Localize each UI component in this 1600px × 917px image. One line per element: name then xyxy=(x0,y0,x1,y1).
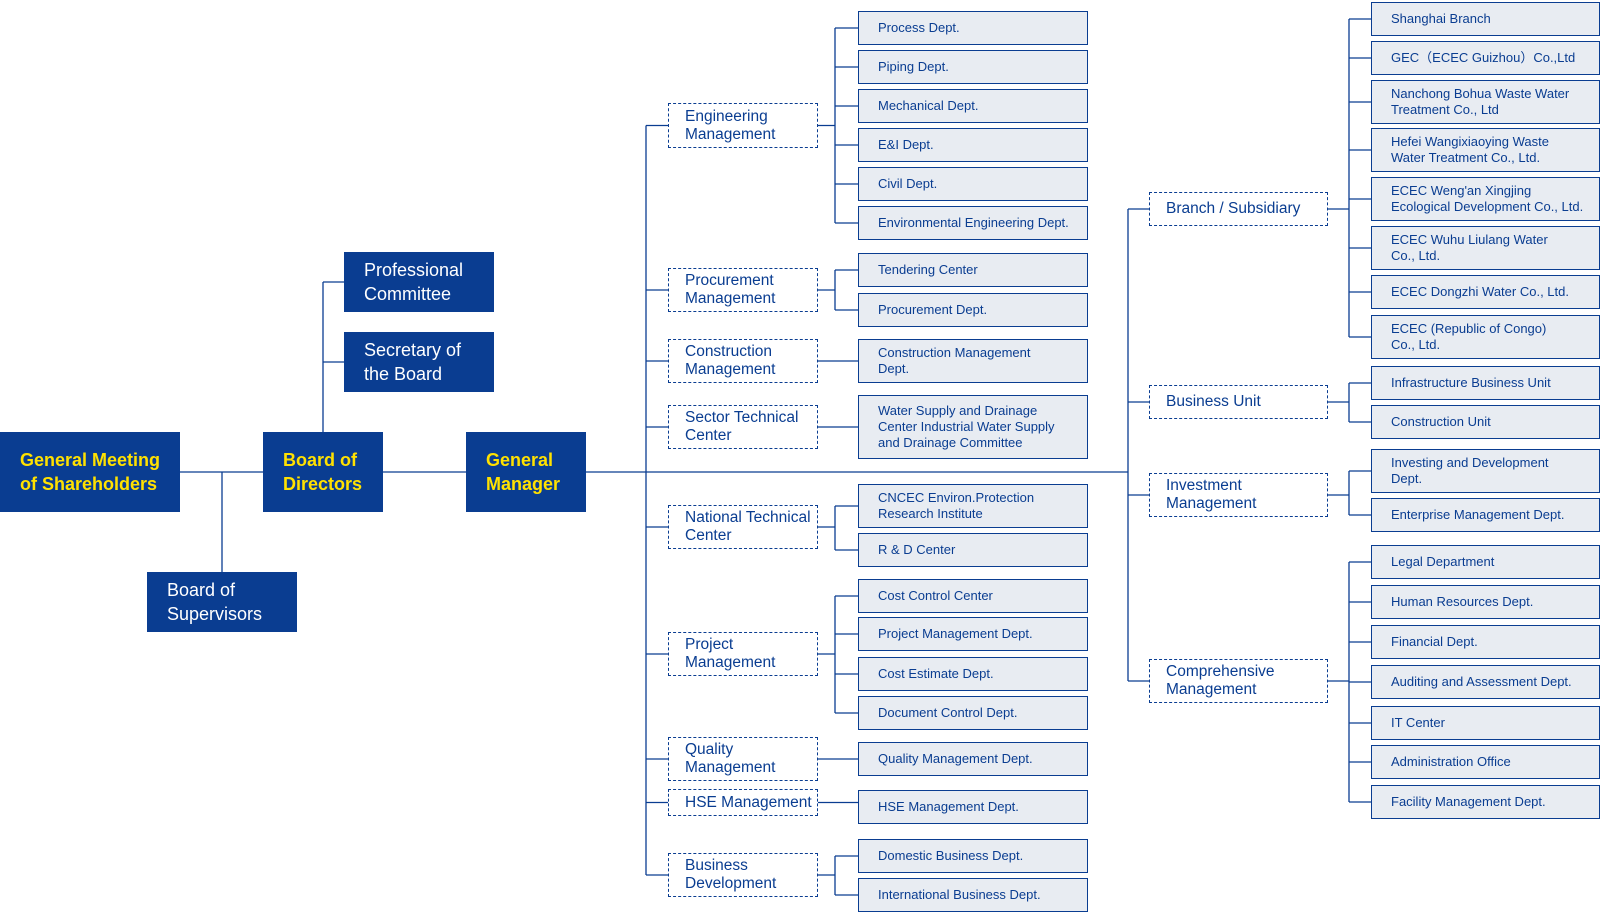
secretary-of-the-board[interactable]: Secretary of the Board xyxy=(344,332,494,392)
group-project-management[interactable]: Project Management xyxy=(668,632,818,676)
dept-facility-management-dept[interactable]: Facility Management Dept. xyxy=(1371,785,1600,819)
dept-hefei-wangixiaoying-waste-water-treatment-co-ltd[interactable]: Hefei Wangixiaoying Waste Water Treatmen… xyxy=(1371,128,1600,172)
dept-shanghai-branch[interactable]: Shanghai Branch xyxy=(1371,2,1600,36)
dept-document-control-dept[interactable]: Document Control Dept. xyxy=(858,696,1088,730)
dept-cost-control-center[interactable]: Cost Control Center xyxy=(858,579,1088,613)
dept-construction-unit[interactable]: Construction Unit xyxy=(1371,405,1600,439)
dept-nanchong-bohua-waste-water-treatment-co-ltd[interactable]: Nanchong Bohua Waste Water Treatment Co.… xyxy=(1371,80,1600,124)
board-of-supervisors[interactable]: Board of Supervisors xyxy=(147,572,297,632)
dept-tendering-center[interactable]: Tendering Center xyxy=(858,253,1088,287)
group-comprehensive-management[interactable]: Comprehensive Management xyxy=(1149,659,1328,703)
group-construction-management[interactable]: Construction Management xyxy=(668,339,818,383)
dept-infrastructure-business-unit[interactable]: Infrastructure Business Unit xyxy=(1371,366,1600,400)
group-investment-management[interactable]: Investment Management xyxy=(1149,473,1328,517)
dept-ecec-wuhu-liulang-water-co-ltd[interactable]: ECEC Wuhu Liulang Water Co., Ltd. xyxy=(1371,226,1600,270)
group-national-technical-center[interactable]: National Technical Center xyxy=(668,505,818,549)
dept-e-i-dept[interactable]: E&I Dept. xyxy=(858,128,1088,162)
dept-administration-office[interactable]: Administration Office xyxy=(1371,745,1600,779)
dept-human-resources-dept[interactable]: Human Resources Dept. xyxy=(1371,585,1600,619)
dept-piping-dept[interactable]: Piping Dept. xyxy=(858,50,1088,84)
dept-enterprise-management-dept[interactable]: Enterprise Management Dept. xyxy=(1371,498,1600,532)
group-business-unit[interactable]: Business Unit xyxy=(1149,385,1328,419)
dept-financial-dept[interactable]: Financial Dept. xyxy=(1371,625,1600,659)
dept-construction-management-dept[interactable]: Construction Management Dept. xyxy=(858,339,1088,383)
dept-hse-management-dept[interactable]: HSE Management Dept. xyxy=(858,790,1088,824)
dept-it-center[interactable]: IT Center xyxy=(1371,706,1600,740)
dept-quality-management-dept[interactable]: Quality Management Dept. xyxy=(858,742,1088,776)
group-procurement-management[interactable]: Procurement Management xyxy=(668,268,818,312)
dept-r-d-center[interactable]: R & D Center xyxy=(858,533,1088,567)
group-branch-subsidiary[interactable]: Branch / Subsidiary xyxy=(1149,192,1328,226)
dept-mechanical-dept[interactable]: Mechanical Dept. xyxy=(858,89,1088,123)
dept-auditing-and-assessment-dept[interactable]: Auditing and Assessment Dept. xyxy=(1371,665,1600,699)
dept-cncec-environ-protection-research-institute[interactable]: CNCEC Environ.Protection Research Instit… xyxy=(858,484,1088,528)
dept-process-dept[interactable]: Process Dept. xyxy=(858,11,1088,45)
general-manager[interactable]: General Manager xyxy=(466,432,586,512)
board-of-directors[interactable]: Board of Directors xyxy=(263,432,383,512)
dept-ecec-dongzhi-water-co-ltd[interactable]: ECEC Dongzhi Water Co., Ltd. xyxy=(1371,275,1600,309)
group-sector-technical-center[interactable]: Sector Technical Center xyxy=(668,405,818,449)
general-meeting-of-shareholders[interactable]: General Meeting of Shareholders xyxy=(0,432,180,512)
dept-ecec-republic-of-congo-co-ltd[interactable]: ECEC (Republic of Congo) Co., Ltd. xyxy=(1371,315,1600,359)
group-quality-management[interactable]: Quality Management xyxy=(668,737,818,781)
group-business-development[interactable]: Business Development xyxy=(668,853,818,897)
group-engineering-management[interactable]: Engineering Management xyxy=(668,103,818,148)
dept-water-supply-and-drainage-center-industrial-water-supply-and-drainage-committee[interactable]: Water Supply and Drainage Center Industr… xyxy=(858,395,1088,459)
dept-project-management-dept[interactable]: Project Management Dept. xyxy=(858,617,1088,651)
group-hse-management[interactable]: HSE Management xyxy=(668,789,818,816)
professional-committee[interactable]: Professional Committee xyxy=(344,252,494,312)
dept-environmental-engineering-dept[interactable]: Environmental Engineering Dept. xyxy=(858,206,1088,240)
dept-legal-department[interactable]: Legal Department xyxy=(1371,545,1600,579)
dept-cost-estimate-dept[interactable]: Cost Estimate Dept. xyxy=(858,657,1088,691)
dept-ecec-weng-an-xingjing-ecological-development-co-ltd[interactable]: ECEC Weng'an Xingjing Ecological Develop… xyxy=(1371,177,1600,221)
dept-international-business-dept[interactable]: International Business Dept. xyxy=(858,878,1088,912)
dept-gec-ecec-guizhou-co-ltd[interactable]: GEC（ECEC Guizhou）Co.,Ltd xyxy=(1371,41,1600,75)
dept-civil-dept[interactable]: Civil Dept. xyxy=(858,167,1088,201)
dept-procurement-dept[interactable]: Procurement Dept. xyxy=(858,293,1088,327)
dept-investing-and-development-dept[interactable]: Investing and Development Dept. xyxy=(1371,449,1600,493)
dept-domestic-business-dept[interactable]: Domestic Business Dept. xyxy=(858,839,1088,873)
